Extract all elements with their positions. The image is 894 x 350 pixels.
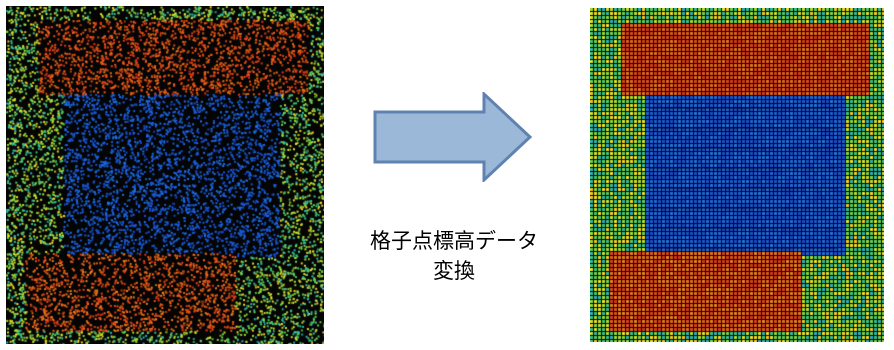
point-cloud-original-image xyxy=(6,6,324,344)
caption-line-2: 変換 xyxy=(433,259,475,283)
right-arrow-icon xyxy=(373,90,533,184)
scattered-points-canvas xyxy=(6,6,324,344)
conversion-caption: 格子点標高データ 変換 xyxy=(330,226,578,286)
gridded-points-canvas xyxy=(590,8,884,342)
grid-elevation-result-image xyxy=(590,8,884,342)
transform-arrow xyxy=(372,90,534,184)
caption-line-1: 格子点標高データ xyxy=(370,229,538,253)
